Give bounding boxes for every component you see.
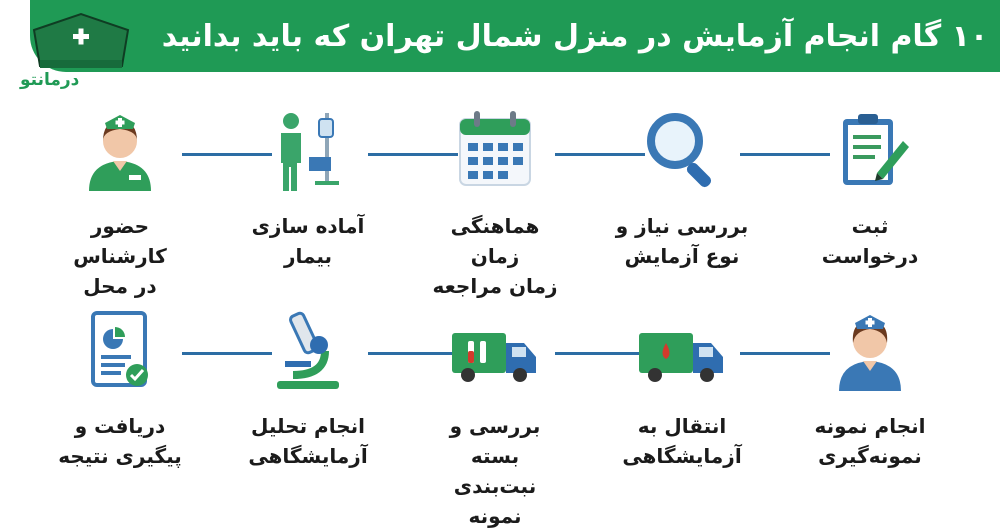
- step-label-line2: بیمار: [283, 244, 333, 268]
- nurse-icon: [89, 115, 151, 191]
- step-label-line2: نمونه‌گیری: [818, 444, 922, 468]
- step-label-line1: حضور کارشناس: [73, 214, 167, 268]
- step-label: انجام نمونه نمونه‌گیری: [800, 411, 940, 471]
- step-label: انجام تحلیل آزمایشگاهی: [238, 411, 378, 471]
- step-expert-presence: حضور کارشناس در محل: [50, 105, 190, 301]
- step-schedule: هماهنگی زمان زمان مراجعه: [425, 105, 565, 301]
- step-label-line1: بررسی و بسته: [449, 414, 541, 468]
- step-lab-analysis: انجام تحلیل آزمایشگاهی: [238, 305, 378, 471]
- connector-line: [740, 153, 830, 156]
- step-label: آماده سازی بیمار: [238, 211, 378, 271]
- magnifier-icon: [647, 113, 712, 188]
- step-label-line2: آزمایشگاهی: [622, 444, 742, 468]
- step-label-line2: آزمایشگاهی: [248, 444, 368, 468]
- step-label-line2: پیگیری نتیجه: [58, 444, 182, 468]
- step-label-line2: در محل: [83, 274, 157, 298]
- step-label-line1: ثبت درخواست: [821, 214, 919, 268]
- step-label-line1: انجام نمونه: [814, 414, 926, 438]
- step-sampling: انجام نمونه نمونه‌گیری: [800, 305, 940, 471]
- step-label-line2: نوع آزمایش: [624, 244, 740, 268]
- header-banner: ۱۰ گام انجام آزمایش در منزل شمال تهران ک…: [30, 0, 1000, 72]
- brand-name: درمانتو: [20, 70, 80, 90]
- connector-line: [368, 352, 458, 355]
- truck-icon: [639, 333, 723, 382]
- step-patient-prep: آماده سازی بیمار: [238, 105, 378, 271]
- connector-line: [555, 352, 645, 355]
- step-label: دریافت و پیگیری نتیجه: [50, 411, 190, 471]
- step-label: بررسی نیاز و نوع آزمایش: [612, 211, 752, 271]
- step-label: ثبت درخواست: [800, 211, 940, 271]
- truck-icon: [452, 333, 536, 382]
- patient-icon: [281, 113, 339, 191]
- step-label: بررسی و بسته نبت‌بندی نمونه: [425, 411, 565, 531]
- logo: [26, 8, 136, 98]
- connector-line: [368, 153, 458, 156]
- step-transfer-lab: انتقال به آزمایشگاهی: [612, 305, 752, 471]
- step-label-line1: انتقال به: [637, 414, 727, 438]
- steps-row-1: ثبت درخواست بررسی نیاز و نوع آزمایش: [0, 105, 1000, 298]
- calendar-icon: [459, 111, 531, 186]
- step-packaging: بررسی و بسته نبت‌بندی نمونه: [425, 305, 565, 531]
- steps-row-2: انجام نمونه نمونه‌گیری انتقال به آزمایشگ…: [0, 300, 1000, 528]
- step-receive-result: دریافت و پیگیری نتیجه: [50, 305, 190, 471]
- step-label: حضور کارشناس در محل: [50, 211, 190, 301]
- clipboard-icon: [843, 114, 909, 185]
- step-label-line1: بررسی نیاز و: [615, 214, 749, 238]
- connector-line: [555, 153, 645, 156]
- nurse-cap-logo-icon: [32, 12, 130, 68]
- connector-line: [740, 352, 830, 355]
- step-label-line1: آماده سازی: [251, 214, 365, 238]
- step-label-line1: دریافت و: [74, 414, 166, 438]
- step-label-line2: زمان مراجعه: [432, 274, 558, 298]
- nurse-icon: [839, 315, 901, 391]
- microscope-icon: [277, 311, 339, 389]
- step-review-needs: بررسی نیاز و نوع آزمایش: [612, 105, 752, 271]
- step-submit-request: ثبت درخواست: [800, 105, 940, 271]
- step-label-line1: انجام تحلیل: [250, 414, 365, 438]
- page-title: ۱۰ گام انجام آزمایش در منزل شمال تهران ک…: [161, 18, 989, 54]
- step-label: انتقال به آزمایشگاهی: [612, 411, 752, 471]
- step-label: هماهنگی زمان زمان مراجعه: [425, 211, 565, 301]
- connector-line: [182, 352, 272, 355]
- connector-line: [182, 153, 272, 156]
- report-icon: [91, 311, 148, 387]
- step-label-line1: هماهنگی زمان: [450, 214, 540, 268]
- step-label-line2: نبت‌بندی نمونه: [453, 474, 537, 528]
